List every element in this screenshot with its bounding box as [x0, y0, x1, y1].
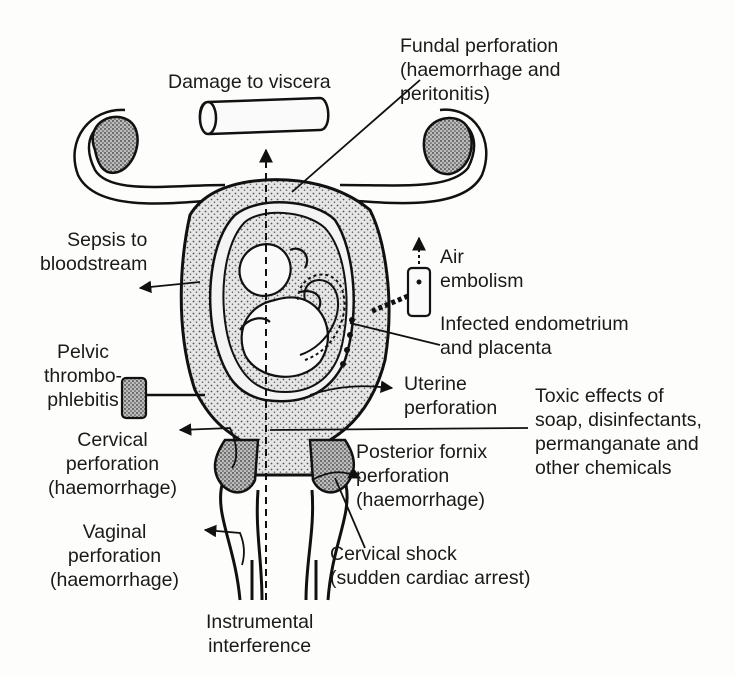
label-cervical-perforation: Cervical perforation (haemorrhage) [48, 428, 177, 500]
label-fundal-perforation: Fundal perforation (haemorrhage and peri… [400, 34, 560, 106]
vagina [221, 485, 348, 600]
label-uterine-perforation: Uterine perforation [404, 372, 497, 420]
label-posterior-fornix-perforation: Posterior fornix perforation (haemorrhag… [356, 440, 487, 512]
label-pelvic-thrombophlebitis: Pelvic thrombo- phlebitis [44, 340, 122, 412]
label-vaginal-perforation: Vaginal perforation (haemorrhage) [50, 520, 179, 592]
label-instrumental-interference: Instrumental interference [206, 610, 313, 658]
label-toxic-effects: Toxic effects of soap, disinfectants, pe… [535, 384, 702, 480]
label-air-embolism: Air embolism [440, 245, 523, 293]
viscera-cylinder [200, 98, 328, 134]
right-ovary [424, 118, 472, 174]
label-sepsis-to-bloodstream: Sepsis to bloodstream [40, 228, 147, 276]
left-ovary [93, 117, 138, 173]
label-infected-endometrium: Infected endometrium and placenta [440, 312, 629, 360]
label-damage-to-viscera: Damage to viscera [168, 70, 331, 94]
label-cervical-shock: Cervical shock (sudden cardiac arrest) [330, 542, 531, 590]
